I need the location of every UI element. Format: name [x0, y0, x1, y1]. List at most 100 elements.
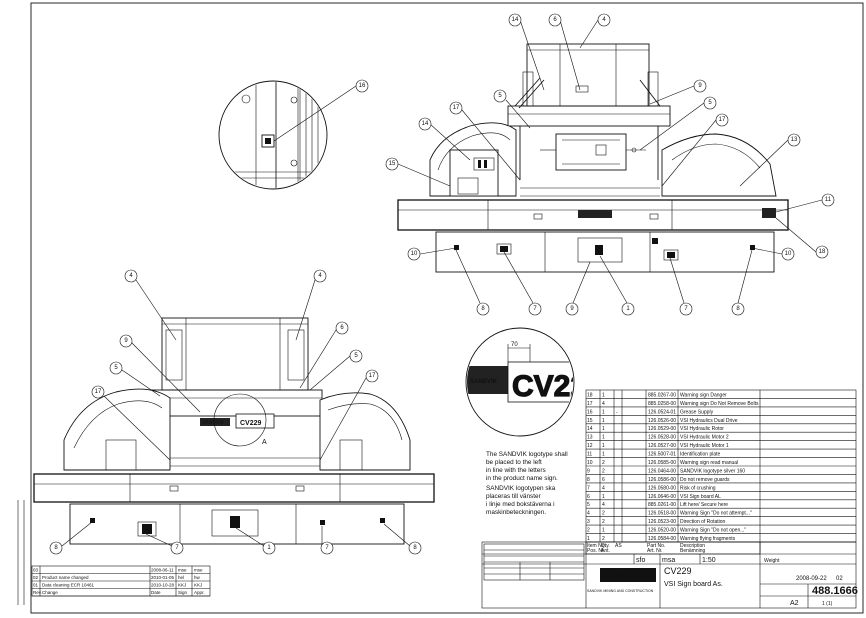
parts-cell-item: 12	[587, 443, 593, 449]
parts-cell-art: 126.0528-00	[648, 435, 676, 441]
balloon-8-top-left: 8	[481, 306, 485, 312]
revision-cell-date: 2008-06-11	[151, 568, 174, 573]
title-scale: 1:50	[702, 557, 716, 564]
parts-cell-art: 126.5007-01	[648, 452, 676, 458]
parts-cell-desc: Warning sign Do Not Remove Bolts	[680, 401, 759, 407]
title-sub: VSI Sign board As.	[664, 581, 723, 588]
balloon-6-top: 6	[553, 17, 557, 23]
balloon-18: 18	[819, 249, 826, 255]
parts-cell-art: 126.0524-01	[648, 409, 676, 415]
note-sv-line-1: SANDVIK logotypen ska	[486, 485, 556, 492]
balloon-17-bottom-right: 17	[369, 373, 376, 379]
balloon-8-bottom-right: 8	[413, 545, 417, 551]
parts-cell-qty: 1	[602, 409, 605, 415]
balloon-7-bottom-right: 7	[325, 545, 329, 551]
revision-cell-text: Data cleaning ECR 10461	[42, 583, 95, 588]
parts-cell-art: 126.0464-00	[648, 468, 676, 474]
parts-cell-qty: 1	[602, 443, 605, 449]
title-drawn-by: sfo	[636, 557, 645, 564]
balloon-5-top-right: 5	[708, 100, 712, 106]
parts-cell-art: 126.0526-00	[648, 418, 676, 424]
balloon-5-bottom-right: 5	[354, 353, 358, 359]
balloon-5-top-left: 5	[498, 93, 502, 99]
parts-cell-qty: 1	[602, 452, 605, 458]
parts-cell-item: 17	[587, 401, 593, 407]
balloon-4-bottom-left: 4	[129, 273, 133, 279]
title-main: CV229	[664, 566, 692, 576]
parts-cell-desc: VSI Hydraulics Dual Drive	[680, 418, 738, 424]
parts-cell-qty: 2	[602, 460, 605, 466]
parts-cell-item: 18	[587, 392, 593, 398]
revision-cell-rev: 03	[33, 568, 39, 573]
balloon-17-bottom-left: 17	[95, 389, 102, 395]
balloon-9-bottom-left: 9	[124, 338, 128, 344]
revision-cell-rev: 01	[33, 583, 39, 588]
parts-cell-art: 126.0580-00	[648, 485, 676, 491]
parts-header-desc-sub: Benämning	[680, 548, 706, 554]
product-plate-text: CV229	[240, 420, 262, 427]
balloon-10-left: 10	[411, 251, 418, 257]
detail-view-logo-placement: SANDVIK CV229 70	[465, 327, 575, 437]
revision-cell-by: Sign	[178, 590, 188, 595]
balloon-4-top: 4	[602, 17, 606, 23]
balloon-8-top-right: 8	[736, 306, 740, 312]
parts-cell-item: 5	[587, 502, 590, 508]
parts-cell-qty: 1	[602, 426, 605, 432]
balloon-7-top-right: 7	[684, 306, 688, 312]
parts-cell-desc: VSI Hydraulic Motor 2	[680, 435, 729, 441]
note-en-line-1: The SANDVIK logotype shall	[486, 451, 568, 458]
parts-cell-item: 16	[587, 409, 593, 415]
parts-cell-item: 9	[587, 468, 590, 474]
balloon-15: 15	[389, 161, 396, 167]
parts-cell-qty: 4	[602, 401, 605, 407]
balloon-5-bottom-left: 5	[114, 365, 118, 371]
balloon-9-bottom: 9	[570, 306, 574, 312]
parts-cell-item: 8	[587, 477, 590, 483]
parts-cell-desc: Warning flying fragments	[680, 536, 736, 542]
balloon-10-right: 10	[785, 251, 792, 257]
title-size: A2	[790, 600, 799, 607]
margin-text	[17, 500, 25, 605]
title-block: SANDVIK SANDVIK MINING AND CONSTRUCTION …	[481, 541, 858, 609]
parts-cell-art: 126.0527-00	[648, 443, 676, 449]
title-part-number: 488.1666	[812, 585, 858, 597]
revision-cell-date: 2010-10-28	[151, 583, 175, 588]
title-sheet: 02	[836, 576, 843, 582]
logo-plate-text: SANDVIK	[202, 420, 225, 426]
revision-cell-date: 2010-01-05	[151, 575, 175, 580]
title-block-logo: SANDVIK	[604, 574, 632, 580]
balloon-1-bottom: 1	[267, 545, 271, 551]
balloon-1-top: 1	[626, 306, 630, 312]
parts-cell-desc: Warning Sign "Do not open..."	[680, 528, 746, 534]
parts-header-desc: Description	[680, 543, 705, 549]
revision-cell-chk: mse	[194, 568, 203, 573]
parts-header-item-sub: Pos. Nr.	[587, 548, 605, 554]
parts-cell-qty: 2	[602, 519, 605, 525]
parts-cell-qty: 2	[602, 511, 605, 517]
parts-cell-qty: 4	[602, 485, 605, 491]
revision-cell-rev: Rev.	[33, 590, 42, 595]
balloon-7-top-left: 7	[533, 306, 537, 312]
balloon-4-bottom-right: 4	[318, 273, 322, 279]
parts-cell-art: 885.0258-00	[648, 401, 676, 407]
note-en-line-4: in the product name sign.	[486, 475, 558, 482]
parts-cell-desc: VSI Hydraulic Rotor	[680, 426, 724, 432]
revision-cell-text: Product name changed	[42, 575, 89, 580]
title-date: 2008-09-22	[796, 576, 827, 582]
parts-list-table: Item No. Pos. Nr. Qty. Ant. AS Part No. …	[585, 389, 857, 555]
parts-cell-art: 126.0646-00	[648, 494, 676, 500]
title-weight-label: Weight	[764, 558, 780, 564]
balloon-6-bottom: 6	[340, 325, 344, 331]
parts-cell-item: 2	[587, 528, 590, 534]
parts-cell-item: 4	[587, 511, 590, 517]
note-sv-line-2: placeras till vänster	[486, 493, 542, 500]
parts-cell-code: -	[616, 409, 618, 415]
parts-cell-art: 126.0586-00	[648, 477, 676, 483]
parts-cell-item: 15	[587, 418, 593, 424]
parts-cell-qty: 1	[602, 418, 605, 424]
placement-notes: The SANDVIK logotype shall be placed to …	[486, 451, 568, 516]
parts-cell-qty: 4	[602, 502, 605, 508]
title-material: msa	[662, 557, 675, 564]
parts-header-art-sub: Art. Nr.	[647, 548, 663, 554]
